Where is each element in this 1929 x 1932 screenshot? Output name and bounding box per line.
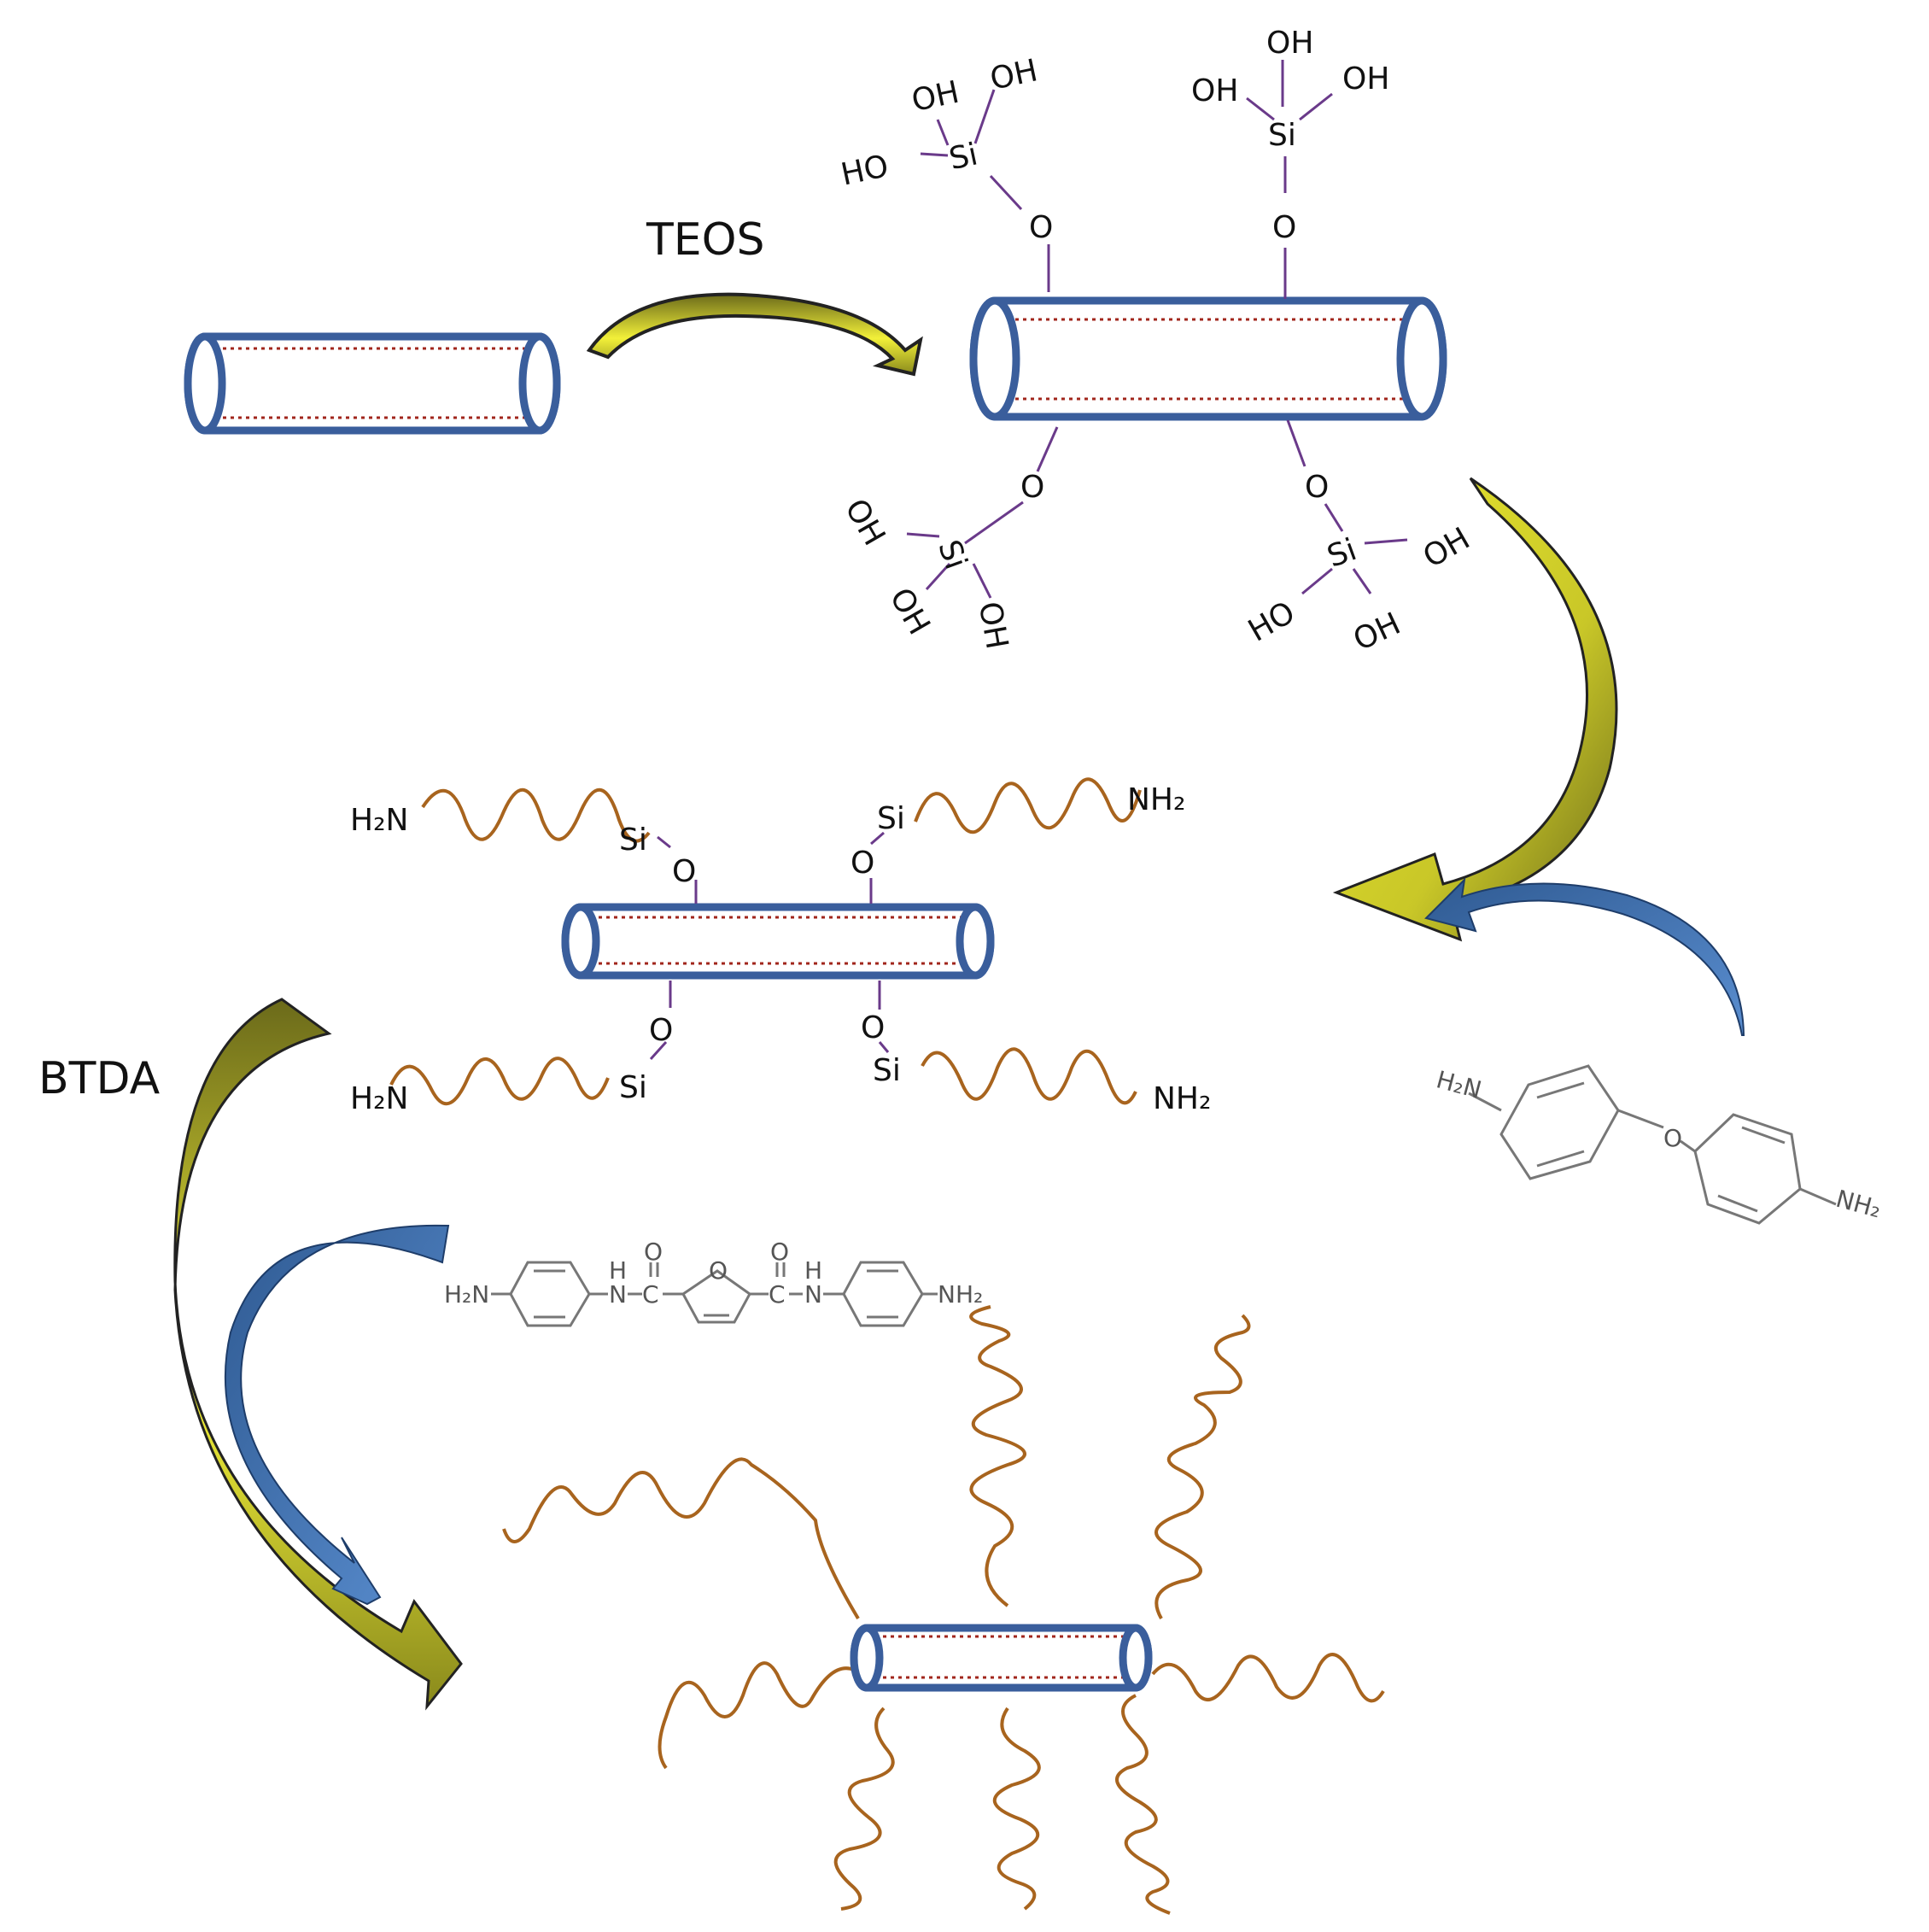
oxydianiline-molecule: O H₂N NH₂ — [1434, 1064, 1885, 1225]
amine-grafting-arrow — [1332, 477, 1618, 942]
oxygen-label: O — [861, 1010, 885, 1045]
silicon-label: Si — [873, 1053, 901, 1088]
nitrogen-label: N — [804, 1280, 822, 1308]
amine-label: NH₂ — [1833, 1185, 1885, 1224]
amine-nanotube — [561, 903, 995, 980]
silanol-group-bottom-right: O Si OH HO OH — [1242, 419, 1476, 659]
btda-arrow — [173, 998, 463, 1711]
silanol-nanotube — [969, 296, 1447, 421]
carbon-label: C — [642, 1280, 659, 1308]
oxygen-label: O — [644, 1238, 663, 1266]
teos-label: TEOS — [646, 214, 765, 266]
hydroxyl-label: OH — [1348, 606, 1406, 659]
hydroxyl-label: HO — [838, 149, 891, 193]
amine-label: H₂N — [350, 1081, 408, 1116]
silicon-label: Si — [1323, 532, 1361, 575]
amine-label: NH₂ — [1127, 782, 1185, 817]
oxygen-label: O — [1020, 470, 1044, 505]
oxygen-label: O — [649, 1013, 673, 1048]
hydroxyl-label: OH — [1418, 521, 1476, 575]
amine-label: H₂N — [444, 1280, 489, 1308]
silicon-label: Si — [1268, 118, 1296, 153]
silanol-group-top-left: O Si HO OH OH — [838, 53, 1053, 292]
oxygen-label: O — [1305, 470, 1329, 505]
silicon-label: Si — [619, 823, 647, 858]
hydroxyl-label: OH — [909, 75, 962, 120]
nitrogen-label: N — [609, 1280, 627, 1308]
hydroxyl-label: OH — [1266, 26, 1313, 61]
silicon-label: Si — [877, 801, 905, 836]
pristine-nanotube — [184, 332, 561, 435]
oxygen-label: O — [1272, 210, 1296, 245]
oxygen-label: O — [672, 854, 696, 889]
hydroxyl-label: OH — [1191, 73, 1238, 108]
oxygen-label: O — [1029, 210, 1053, 245]
amine-label: NH₂ — [1153, 1081, 1211, 1116]
furan-diamine-molecule: H₂N N H C O O C O N H NH₂ — [444, 1238, 983, 1327]
aminoalkyl-chain: NH₂ Si O — [861, 981, 1211, 1116]
diamine-arrow — [224, 1224, 450, 1606]
hydroxyl-label: OH — [883, 583, 937, 641]
hydroxyl-label: OH — [838, 493, 891, 551]
hydroxyl-label: OH — [987, 53, 1041, 97]
amine-label: NH₂ — [938, 1280, 983, 1308]
amine-label: H₂N — [1434, 1065, 1485, 1104]
hydroxyl-label: OH — [972, 599, 1014, 652]
hydroxyl-label: OH — [1342, 61, 1389, 97]
carbon-label: C — [769, 1280, 786, 1308]
aminoalkyl-chain: H₂N Si O — [350, 981, 673, 1116]
teos-arrow — [586, 292, 923, 377]
silanol-group-top-right: O Si OH OH OH — [1191, 26, 1389, 299]
hydroxyl-label: HO — [1242, 594, 1301, 648]
oxygen-label: O — [770, 1238, 789, 1266]
amine-label: H₂N — [350, 803, 408, 838]
oxygen-label: O — [709, 1256, 728, 1285]
oxygen-label: O — [851, 846, 874, 881]
hydrogen-label: H — [804, 1256, 822, 1285]
hydrogen-label: H — [609, 1256, 627, 1285]
polymer-grafted-nanotube — [850, 1624, 1153, 1692]
oxydianiline-arrow — [1424, 877, 1745, 1036]
silicon-label: Si — [619, 1070, 647, 1105]
aminoalkyl-chain: NH₂ Si O — [851, 777, 1185, 904]
silanol-group-bottom-left: O Si OH OH OH — [838, 426, 1059, 652]
polyimide-chains — [502, 1305, 1385, 1915]
btda-label: BTDA — [38, 1053, 161, 1104]
oxygen-label: O — [1663, 1124, 1682, 1152]
aminoalkyl-chain: H₂N Si O — [350, 787, 698, 904]
